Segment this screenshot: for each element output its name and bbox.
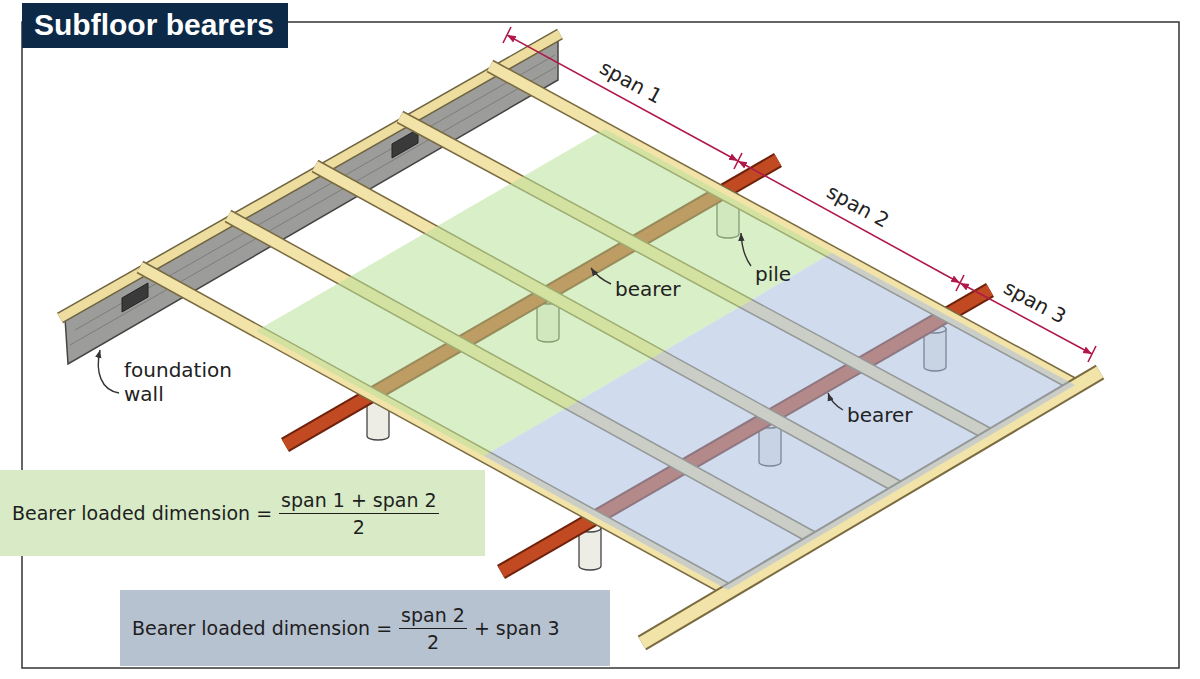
formula-box: Bearer loaded dimension = span 1 + span 2… xyxy=(0,470,485,556)
formula-text: Bearer loaded dimension = xyxy=(12,502,272,524)
part-label: bearer xyxy=(847,403,913,427)
dimension-tick xyxy=(503,27,1096,362)
leader-line xyxy=(828,393,843,410)
span-dimension xyxy=(503,27,1096,362)
span-label: span 2 xyxy=(823,179,893,232)
formula-text: span 1 + span 2 xyxy=(279,489,439,514)
formula-text: 2 xyxy=(353,514,365,538)
fraction: span 1 + span 22 xyxy=(279,489,439,538)
formula-text: span 2 xyxy=(399,604,467,629)
formula-text: Bearer loaded dimension = xyxy=(132,617,392,639)
title-banner: Subfloor bearers xyxy=(22,3,288,48)
span-label: span 1 xyxy=(596,55,666,108)
leader-line xyxy=(98,350,119,393)
leaders xyxy=(98,233,843,410)
dimension-line xyxy=(507,35,738,161)
leader-line xyxy=(741,233,751,266)
frame xyxy=(22,22,1179,668)
formula-text: 2 xyxy=(427,629,439,653)
fraction: span 22 xyxy=(399,604,467,653)
span-label: span 3 xyxy=(1000,275,1070,328)
formula-text: + span 3 xyxy=(474,617,560,639)
part-label: pile xyxy=(755,262,791,286)
formula-box: Bearer loaded dimension = span 22 + span 3 xyxy=(120,590,610,666)
part-label: foundation wall xyxy=(124,358,249,406)
blue-loaded-area xyxy=(484,253,1075,590)
leader-line xyxy=(591,268,611,284)
part-label: bearer xyxy=(615,277,681,301)
